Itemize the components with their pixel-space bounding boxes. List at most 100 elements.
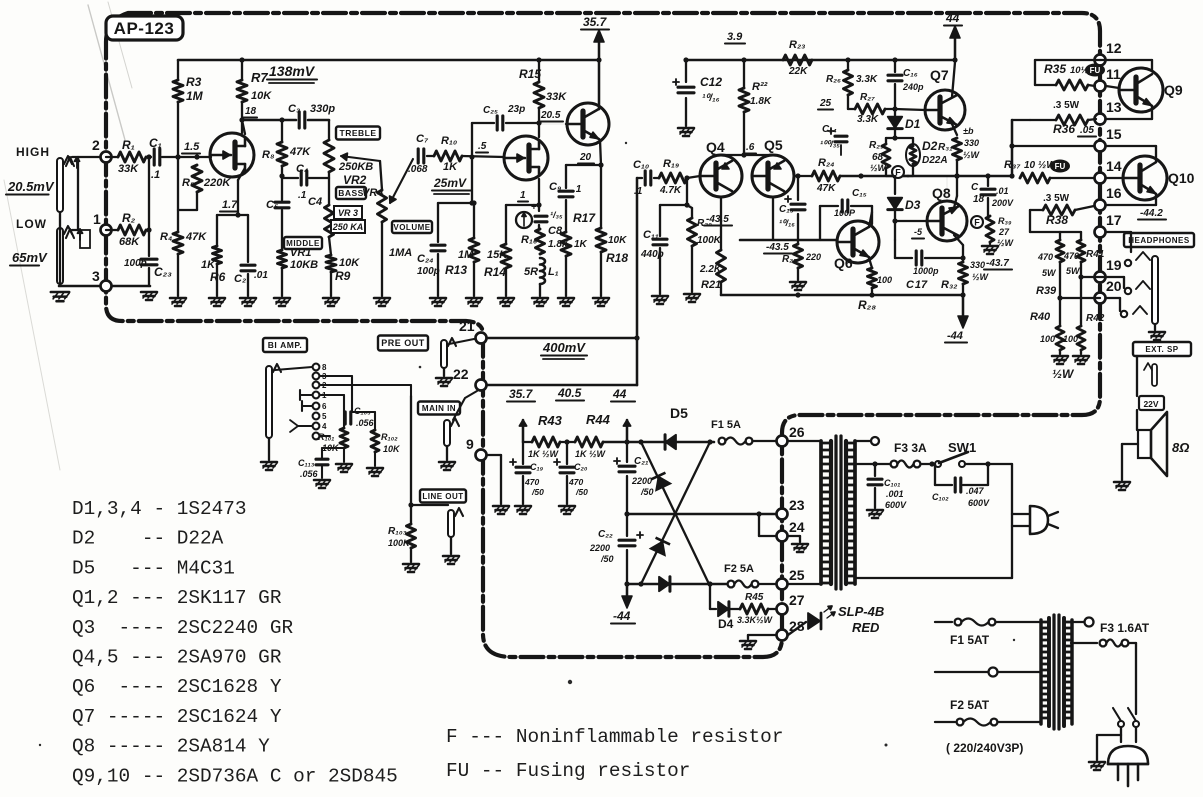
svg-text:R7: R7: [251, 70, 268, 85]
svg-text:C₂₀: C₂₀: [574, 462, 588, 472]
svg-text:10K: 10K: [383, 444, 401, 454]
svg-text:½W: ½W: [972, 272, 990, 282]
svg-text:C₂₅: C₂₅: [483, 105, 498, 116]
svg-text:D5: D5: [670, 405, 688, 421]
svg-text:1000p: 1000p: [913, 266, 939, 276]
svg-text:25: 25: [789, 567, 805, 583]
svg-text:C12: C12: [700, 75, 722, 89]
svg-text:R₂₆: R₂₆: [826, 74, 841, 85]
svg-text:R₂₇: R₂₇: [860, 92, 875, 103]
svg-text:R17: R17: [573, 211, 596, 225]
svg-text:PRE OUT: PRE OUT: [381, 338, 425, 348]
svg-text:.3 5W: .3 5W: [1043, 193, 1070, 204]
svg-text:470: 470: [524, 477, 539, 487]
svg-text:8: 8: [322, 363, 327, 372]
svg-text:FU: FU: [1090, 66, 1101, 75]
svg-text:4.7K: 4.7K: [659, 185, 682, 196]
svg-text:R₂₄: R₂₄: [818, 157, 835, 169]
svg-text:R39: R39: [1036, 285, 1057, 297]
svg-text:44: 44: [945, 11, 960, 25]
svg-text:SW1: SW1: [948, 440, 976, 455]
svg-text:MIDDLE: MIDDLE: [286, 239, 320, 248]
svg-text:25: 25: [819, 98, 832, 109]
svg-text:C₂₂: C₂₂: [598, 529, 613, 540]
svg-text:12: 12: [1106, 40, 1122, 56]
svg-text:68K: 68K: [119, 236, 140, 248]
svg-text:R₂₀: R₂₀: [697, 218, 712, 229]
svg-text:2200: 2200: [631, 476, 652, 486]
svg-text:330: 330: [964, 138, 979, 148]
svg-text:1K: 1K: [574, 239, 588, 250]
svg-text:400mV: 400mV: [542, 340, 586, 355]
svg-text:600V: 600V: [885, 500, 907, 510]
svg-text:C₁₅: C₁₅: [852, 188, 867, 199]
svg-text:.3 5W: .3 5W: [1053, 100, 1080, 111]
svg-text:22K: 22K: [788, 66, 808, 77]
svg-text:Q10: Q10: [1168, 170, 1195, 186]
svg-text:F: F: [974, 217, 980, 227]
svg-text:D2: D2: [922, 139, 938, 153]
svg-text:47K: 47K: [289, 146, 311, 158]
svg-text:Q9,10 -- 2SD736A C or 2SD845: Q9,10 -- 2SD736A C or 2SD845: [72, 765, 398, 787]
svg-text:R₃₂: R₃₂: [941, 279, 957, 291]
svg-text:MAIN IN: MAIN IN: [422, 404, 456, 413]
svg-text:FU: FU: [1055, 162, 1066, 171]
svg-text:C₅: C₅: [266, 199, 279, 211]
svg-text:R₈: R₈: [262, 149, 275, 161]
svg-text:.1: .1: [298, 190, 307, 201]
svg-text:C₂₁: C₂₁: [634, 456, 649, 467]
svg-text:470: 470: [1037, 252, 1053, 262]
svg-text:R₃₁: R₃₁: [938, 142, 953, 153]
svg-text:R9: R9: [335, 269, 351, 283]
svg-text:R13: R13: [445, 263, 467, 277]
svg-text:470: 470: [568, 477, 583, 487]
svg-text:22: 22: [453, 366, 469, 382]
svg-text:100K: 100K: [388, 538, 411, 548]
svg-text:C₁₁₃: C₁₁₃: [298, 458, 315, 468]
svg-text:R²²: R²²: [752, 81, 768, 93]
svg-text:¹⁰⁰/₃₅: ¹⁰⁰/₃₅: [820, 139, 840, 149]
svg-text:C₂₃: C₂₃: [154, 265, 172, 279]
svg-text:±b: ±b: [963, 126, 974, 136]
svg-text:.5: .5: [478, 141, 487, 152]
svg-text:Q6: Q6: [834, 255, 853, 271]
svg-text:D22A: D22A: [922, 155, 948, 166]
svg-text:40.5: 40.5: [557, 386, 582, 400]
svg-text:EXT. SP: EXT. SP: [1145, 345, 1178, 354]
svg-text:VOLUME: VOLUME: [393, 223, 430, 232]
svg-text:C₃: C₃: [288, 103, 300, 115]
svg-text:½W: ½W: [870, 163, 888, 173]
svg-text:.047: .047: [966, 486, 985, 496]
svg-text:BASS: BASS: [338, 188, 364, 198]
svg-text:100: 100: [877, 275, 892, 285]
svg-text:Q9: Q9: [1164, 82, 1183, 98]
svg-text:F1 5A: F1 5A: [711, 419, 741, 431]
svg-text:R₁₀₂: R₁₀₂: [381, 432, 398, 442]
svg-text:-5: -5: [914, 227, 923, 237]
svg-text:18: 18: [973, 194, 985, 205]
svg-text:+: +: [531, 202, 537, 213]
svg-text:1.5: 1.5: [184, 141, 200, 153]
svg-text:100: 100: [1040, 334, 1055, 344]
svg-text:R15: R15: [519, 67, 541, 81]
svg-text:C₁₄: C₁₄: [822, 124, 837, 135]
svg-text:4: 4: [322, 422, 327, 431]
svg-text:330p: 330p: [310, 103, 335, 115]
svg-text:.05: .05: [1080, 125, 1094, 136]
svg-text:Q4,5 --- 2SA970 GR: Q4,5 --- 2SA970 GR: [72, 647, 282, 669]
svg-text:23: 23: [789, 497, 805, 513]
svg-text:R₂: R₂: [122, 211, 136, 225]
svg-text:1.7: 1.7: [222, 199, 238, 211]
svg-text:C₁₉: C₁₉: [530, 462, 544, 472]
svg-text:D1: D1: [905, 117, 921, 131]
svg-text:2200: 2200: [589, 543, 610, 553]
svg-text:R₄: R₄: [160, 231, 172, 243]
svg-text:LOW: LOW: [16, 217, 47, 231]
svg-text:.01: .01: [996, 186, 1009, 196]
svg-text:6: 6: [322, 402, 327, 411]
svg-text:1MA: 1MA: [389, 247, 412, 259]
svg-text:200V: 200V: [991, 198, 1014, 208]
svg-text:C₁₀: C₁₀: [633, 159, 649, 171]
svg-text:C4: C4: [308, 196, 322, 208]
svg-text:F3 1.6AT: F3 1.6AT: [1100, 621, 1150, 635]
